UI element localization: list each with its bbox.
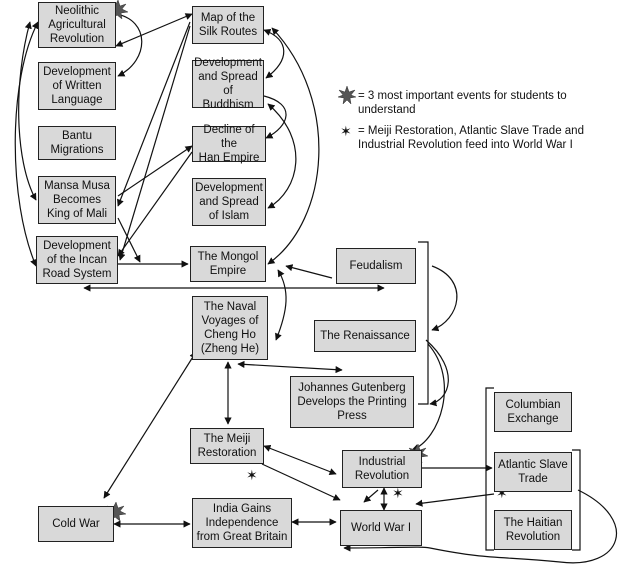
link-renaissance-industrial	[411, 343, 445, 452]
small-star-icon: ✶	[392, 485, 404, 501]
link-renaissance-gutenberg	[425, 339, 449, 407]
legend-feed-text: = Meiji Restoration, Atlantic Slave Trad…	[358, 125, 584, 151]
legend-important-text: = 3 most important events for students t…	[358, 90, 567, 116]
node-buddhism: Development and Spread of Buddhism	[192, 57, 264, 111]
link-meiji-ww1	[261, 463, 341, 501]
node-renaissance: The Renaissance	[314, 320, 416, 352]
node-ww1: World War I	[340, 510, 422, 546]
link-silk-incan	[118, 25, 191, 261]
link-mongol-naval	[275, 269, 287, 341]
columbian-bracket	[485, 387, 494, 551]
slave-bracket	[572, 449, 581, 551]
link-han-mansa	[117, 145, 193, 197]
link-buddhism-islam	[267, 103, 297, 209]
node-mongol: The Mongol Empire	[190, 246, 266, 282]
node-naval: The Naval Voyages of Cheng Ho (Zheng He)	[192, 296, 268, 360]
node-silk: Map of the Silk Routes	[192, 6, 264, 44]
node-islam: Development and Spread of Islam	[192, 178, 266, 226]
node-columbian: Columbian Exchange	[494, 392, 572, 432]
link-slave-coldwar-long	[343, 489, 618, 564]
link-meiji-industrial	[263, 444, 337, 476]
link-han-incan	[117, 151, 193, 257]
node-bantu: Bantu Migrations	[38, 126, 116, 160]
node-haitian: The Haitian Revolution	[494, 510, 572, 550]
link-naval-coldwar	[103, 351, 197, 499]
small-star-icon: ✶	[496, 485, 508, 501]
small-star-icon: ✶	[340, 123, 352, 139]
node-meiji: The Meiji Restoration	[190, 428, 264, 464]
node-mansa: Mansa Musa Becomes King of Mali	[38, 176, 116, 224]
node-slavetrade: Atlantic Slave Trade	[494, 452, 572, 492]
node-coldwar: Cold War	[38, 506, 114, 542]
link-naval-gutenberg	[237, 360, 343, 374]
node-writing: Development of Written Language	[38, 62, 116, 110]
feudal-bracket	[418, 241, 429, 405]
link-buddhism-han	[263, 95, 287, 139]
link-silk-mansa	[117, 21, 191, 207]
link-writing-neolithic-far	[14, 21, 39, 267]
link-silk-mongol	[267, 27, 320, 265]
link-industrial-ww1-left	[363, 489, 379, 503]
link-slave-ww1	[415, 493, 495, 507]
link-silk-neolithic	[115, 13, 193, 47]
node-incan: Development of the Incan Road System	[36, 236, 118, 284]
link-feudal-renaissance	[431, 265, 458, 332]
node-gutenberg: Johannes Gutenberg Develops the Printing…	[290, 376, 414, 428]
small-star-icon: ✶	[246, 467, 258, 483]
link-neolithic-mansa	[18, 21, 37, 201]
node-han: Decline of the Han Empire	[192, 124, 266, 164]
node-industrial: Industrial Revolution	[342, 450, 422, 488]
burst-star-icon	[338, 86, 356, 104]
link-feudalism-mongol	[285, 264, 333, 279]
node-neolithic: Neolithic Agricultural Revolution	[38, 2, 116, 48]
link-mansa-mongol	[117, 217, 141, 263]
node-india: India Gains Independence from Great Brit…	[192, 498, 292, 548]
node-feudalism: Feudalism	[336, 248, 416, 284]
